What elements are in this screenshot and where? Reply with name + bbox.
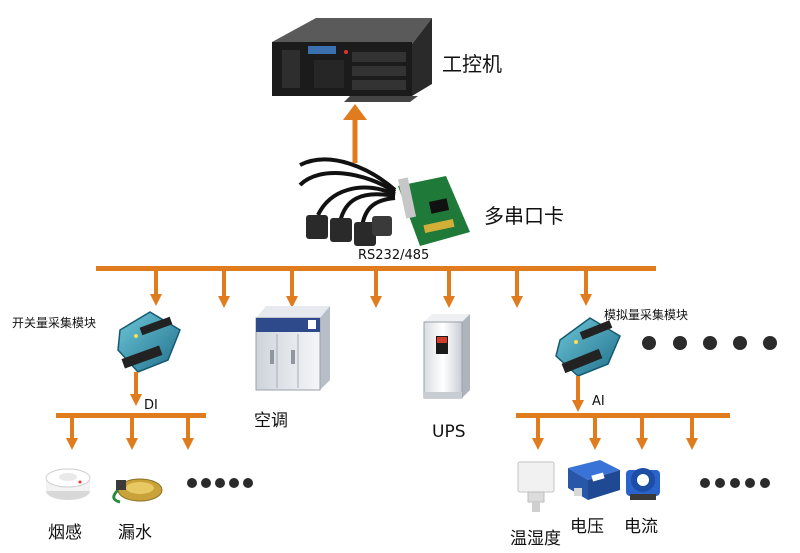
ai-sub-bus [516,413,730,450]
temperature-humidity-sensor-icon [517,461,555,512]
rs485-bus [96,266,656,271]
voltage-transducer-icon [568,460,620,500]
di-module-label: 开关量采集模块 [12,316,97,330]
di-sub-bus [56,413,206,450]
voltage-label: 电压 [570,517,604,537]
more-dots-icon [700,478,770,488]
uplink-arrow [343,104,367,163]
io-module-icon [555,317,621,377]
aircon-label: 空调 [254,411,288,431]
more-dots-icon [642,336,777,350]
drop-arrow [511,270,523,308]
precision-air-conditioner-icon [255,306,330,391]
ai-module-label: 模拟量采集模块 [604,308,689,322]
ai-module-down-arrow [572,376,584,412]
ipc-label: 工控机 [442,52,502,76]
ups-label: UPS [432,422,466,442]
ai-label: AI [592,394,605,409]
more-dots-icon [187,478,253,488]
temp-humidity-label: 温湿度 [510,529,561,549]
current-label: 电流 [624,517,658,537]
drop-arrow [218,270,230,308]
serial-card-label: 多串口卡 [484,204,564,228]
ups-cabinet-icon [423,314,470,399]
industrial-pc-icon [272,18,432,102]
drop-arrow-di-module [150,270,162,306]
drop-arrow [370,270,382,308]
bus-drops [150,270,592,308]
bus-label: RS232/485 [358,248,430,263]
di-module-down-arrow [130,372,142,406]
di-label: DI [144,398,158,413]
io-module-icon [117,311,181,373]
drop-arrow-aircon [286,270,298,308]
leak-label: 漏水 [118,523,152,543]
multi-serial-card-icon [298,157,470,246]
water-leak-sensor-icon [112,478,163,504]
drop-arrow-ups [443,270,455,308]
smoke-detector-icon [45,468,91,500]
drop-arrow-ai-module [580,270,592,306]
smoke-label: 烟感 [48,523,82,543]
current-transducer-icon [626,468,660,500]
